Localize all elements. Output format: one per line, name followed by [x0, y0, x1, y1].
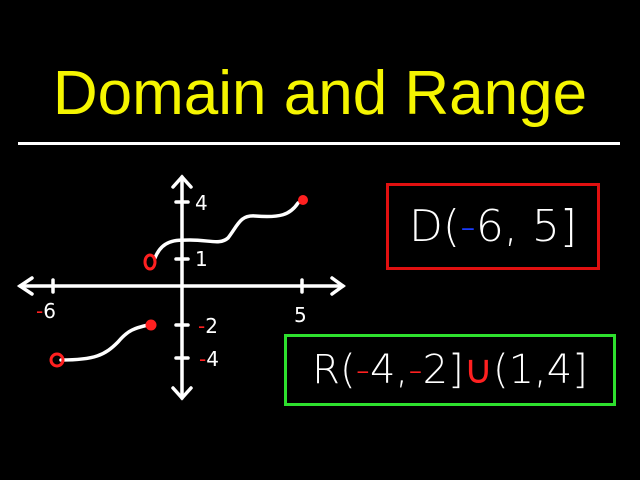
- y-label--4: -4: [199, 347, 219, 371]
- upper-curve: [153, 201, 300, 260]
- domain-open-paren: (: [442, 201, 460, 252]
- open-endpoint-upper: [143, 253, 157, 271]
- divider: [18, 142, 620, 145]
- range-box: R ( - 4 , - 2 ] ∪ ( 1 , 4 ]: [284, 334, 616, 406]
- x-label--6: -6: [36, 299, 56, 323]
- y-arrow-down: [171, 386, 193, 401]
- open-endpoint-lower: [49, 352, 65, 368]
- range-a: 4: [370, 347, 396, 393]
- domain-minus: -: [460, 201, 476, 252]
- range-letter: R: [312, 347, 340, 393]
- closed-endpoint-lower: [145, 319, 157, 331]
- domain-box: D ( - 6 , 5 ]: [386, 183, 600, 270]
- title: Domain and Range: [52, 59, 588, 128]
- range-b: 2: [422, 347, 449, 393]
- x-label-5: 5: [294, 303, 307, 327]
- domain-upper: 5: [531, 201, 560, 252]
- x-arrow-left: [16, 276, 34, 296]
- y-label-4: 4: [195, 191, 208, 215]
- closed-endpoint-upper: [298, 195, 308, 205]
- y-label-1: 1: [195, 247, 208, 271]
- domain-lower: 6: [475, 201, 504, 252]
- range-open-paren-1: (: [339, 347, 356, 393]
- range-open-paren-2: (: [492, 347, 509, 393]
- domain-comma: ,: [503, 201, 532, 252]
- lower-curve: [59, 323, 150, 362]
- range-minus-2: -: [408, 347, 423, 393]
- x-arrow-right: [330, 276, 346, 296]
- union-symbol: ∪: [463, 347, 493, 393]
- range-c: 1: [508, 347, 535, 393]
- y-arrow-up: [171, 174, 193, 189]
- domain-letter: D: [408, 201, 443, 252]
- range-close-bracket-1: ]: [448, 347, 464, 393]
- range-minus-1: -: [355, 347, 371, 393]
- domain-close-bracket: ]: [559, 201, 578, 252]
- y-label--2: -2: [198, 314, 218, 338]
- range-comma-1: ,: [395, 347, 409, 393]
- range-comma-2: ,: [534, 347, 547, 393]
- range-d: 4: [546, 347, 573, 393]
- range-close-bracket-2: ]: [572, 347, 588, 393]
